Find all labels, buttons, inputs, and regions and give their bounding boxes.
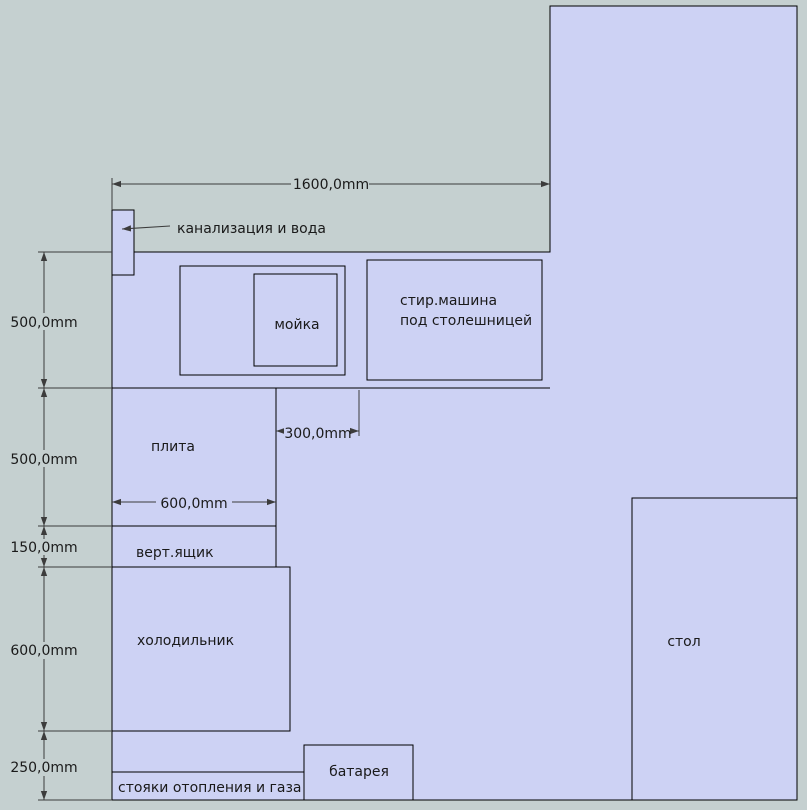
fridge-label: холодильник	[137, 633, 234, 649]
table-label: стол	[667, 634, 700, 650]
washer-label-line2: под столешницей	[400, 313, 532, 329]
radiator-label: батарея	[329, 764, 389, 780]
dim-sink-depth-label: 500,0mm	[10, 315, 77, 331]
dim-bottom-gap-bg	[10, 759, 80, 776]
stove-label: плита	[151, 439, 195, 455]
radiator	[303, 744, 414, 801]
dim-stove-depth-bg	[10, 450, 80, 467]
sink-bowl	[253, 273, 338, 367]
dim-top-label: 1600,0mm	[293, 177, 369, 193]
sewage-pipe-box	[111, 209, 135, 276]
sewage-label: канализация и вода	[177, 221, 326, 237]
dim-stove-width-label: 600,0mm	[160, 496, 227, 512]
sink-cabinet	[179, 265, 346, 376]
risers-label: стояки отопления и газа	[118, 780, 301, 796]
dim-stove-width-label-bg	[156, 494, 232, 511]
dim-stove-depth-label: 500,0mm	[10, 452, 77, 468]
sink-label: мойка	[274, 317, 319, 333]
dim-fridge-depth-label: 600,0mm	[10, 643, 77, 659]
dim-gap-label-bg	[284, 424, 350, 440]
washing-machine	[366, 259, 543, 381]
dim-gap-label: 300,0mm	[284, 426, 351, 442]
dim-bottom-gap-label: 250,0mm	[10, 760, 77, 776]
dim-fridge-depth-bg	[10, 642, 80, 659]
drawer-label: верт.ящик	[136, 545, 214, 561]
dim-drawer-depth-label: 150,0mm	[10, 540, 77, 556]
dim-drawer-depth-bg	[10, 539, 80, 555]
sewage-leader-line	[121, 225, 171, 232]
table	[631, 497, 798, 801]
dim-sink-depth-bg	[10, 313, 80, 330]
washer-label-line1: стир.машина	[400, 293, 497, 309]
fridge	[111, 566, 291, 732]
dim-top-label-bg	[291, 176, 369, 193]
